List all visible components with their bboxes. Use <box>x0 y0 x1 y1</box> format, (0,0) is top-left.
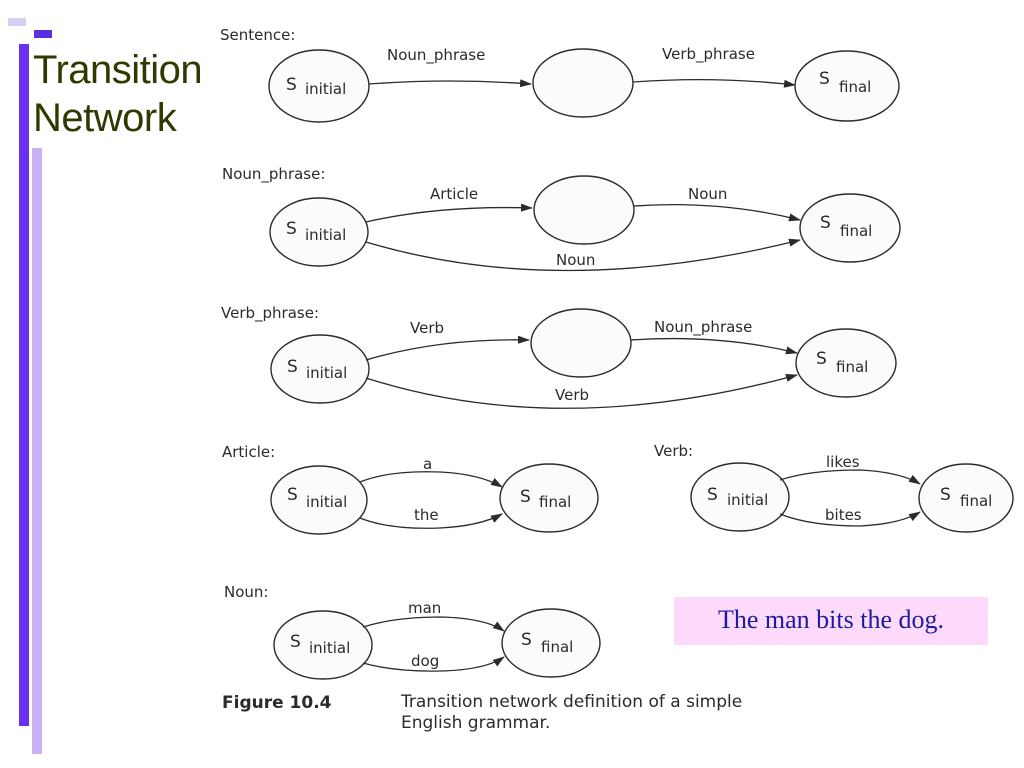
state-subscript: final <box>839 78 871 96</box>
left-accent-bar <box>19 44 29 726</box>
state-final: S final <box>795 328 897 398</box>
network-label: Noun: <box>224 583 268 601</box>
state-final: S final <box>794 50 900 122</box>
network-label: Verb: <box>654 442 693 460</box>
edge-label: Verb <box>555 386 589 404</box>
verb-phrase-network: Verb_phrase: S initial S final Verb Noun… <box>221 304 897 409</box>
transition-arrow <box>362 616 505 632</box>
figure-label: Figure 10.4 <box>222 693 332 713</box>
edge-label: likes <box>826 453 860 471</box>
slide-title: Transition Network <box>33 46 233 142</box>
state-symbol: S <box>286 75 297 95</box>
state-subscript: final <box>539 493 571 511</box>
transition-arrow <box>779 469 921 485</box>
transition-arrow <box>365 203 533 223</box>
caption-line2: English grammar. <box>401 713 550 733</box>
transition-arrow <box>368 79 532 88</box>
state-final: S final <box>501 608 601 678</box>
edge-label: Noun <box>688 185 727 203</box>
edge-label: man <box>408 599 441 617</box>
state-final: S final <box>799 193 901 263</box>
state-symbol: S <box>707 485 718 505</box>
left-accent-bar-light <box>32 148 42 754</box>
transition-arrow <box>365 374 798 409</box>
transition-arrow <box>632 78 796 88</box>
noun-network: Noun: S initial S final man dog <box>224 583 601 680</box>
state-initial: S initial <box>270 334 370 404</box>
state-symbol: S <box>820 213 831 233</box>
edge-label: bites <box>825 506 862 524</box>
state-symbol: S <box>290 632 301 652</box>
state-final: S final <box>918 463 1014 533</box>
transition-arrow <box>359 513 503 529</box>
transition-arrow <box>633 203 801 222</box>
transition-arrow <box>359 471 503 488</box>
state-symbol: S <box>521 630 532 650</box>
verb-network: Verb: S initial S final likes bites <box>654 442 1014 533</box>
transition-arrow <box>365 335 530 361</box>
state-intermediate <box>533 175 635 245</box>
state-symbol: S <box>520 487 531 507</box>
edge-label: Verb <box>410 319 444 337</box>
state-initial: S initial <box>273 610 373 680</box>
state-subscript: final <box>960 492 992 510</box>
state-intermediate <box>532 48 634 118</box>
edge-label: Noun <box>556 251 595 269</box>
edge-label: Article <box>430 185 478 203</box>
noun-phrase-network: Noun_phrase: S initial S final Article N… <box>222 165 901 272</box>
sentence-network: Sentence: S initial S final Noun_phrase … <box>220 26 900 123</box>
edge-label: the <box>414 506 439 524</box>
figure-caption: Figure 10.4 Transition network definitio… <box>222 692 742 733</box>
edge-label: Noun_phrase <box>387 46 485 65</box>
transition-arrow <box>779 511 921 527</box>
caption-line1: Transition network definition of a simpl… <box>400 692 742 712</box>
network-label: Sentence: <box>220 26 295 44</box>
state-initial: S initial <box>269 197 369 267</box>
state-symbol: S <box>940 485 951 505</box>
edge-label: dog <box>411 652 439 670</box>
state-symbol: S <box>819 69 830 89</box>
state-subscript: final <box>840 222 872 240</box>
slide-title-line2: Network <box>33 96 177 140</box>
state-subscript: initial <box>309 639 350 657</box>
edge-label: Verb_phrase <box>662 45 755 64</box>
state-symbol: S <box>287 357 298 377</box>
state-symbol: S <box>286 219 297 239</box>
state-initial: S initial <box>268 49 370 123</box>
transition-arrow <box>362 656 505 672</box>
state-subscript: initial <box>305 226 346 244</box>
state-subscript: initial <box>305 80 346 98</box>
state-subscript: initial <box>306 364 347 382</box>
network-label: Article: <box>222 443 275 461</box>
state-initial: S initial <box>690 462 790 532</box>
edge-label: Noun_phrase <box>654 318 752 337</box>
state-subscript: initial <box>727 491 768 509</box>
article-network: Article: S initial S final a the <box>222 443 599 535</box>
state-subscript: final <box>836 358 868 376</box>
state-subscript: final <box>541 638 573 656</box>
top-decoration <box>8 18 26 26</box>
network-label: Noun_phrase: <box>222 165 325 184</box>
state-intermediate <box>530 308 632 378</box>
state-symbol: S <box>816 349 827 369</box>
example-sentence-box: The man bits the dog. <box>674 597 988 645</box>
slide-title-line1: Transition <box>33 48 203 92</box>
state-subscript: initial <box>306 493 347 511</box>
state-initial: S initial <box>270 465 368 535</box>
title-bullet <box>34 30 52 38</box>
transition-arrow <box>630 337 798 355</box>
edge-label: a <box>423 455 432 473</box>
state-final: S final <box>499 463 599 533</box>
state-symbol: S <box>287 485 298 505</box>
network-label: Verb_phrase: <box>221 304 319 323</box>
transition-arrow <box>365 238 801 272</box>
